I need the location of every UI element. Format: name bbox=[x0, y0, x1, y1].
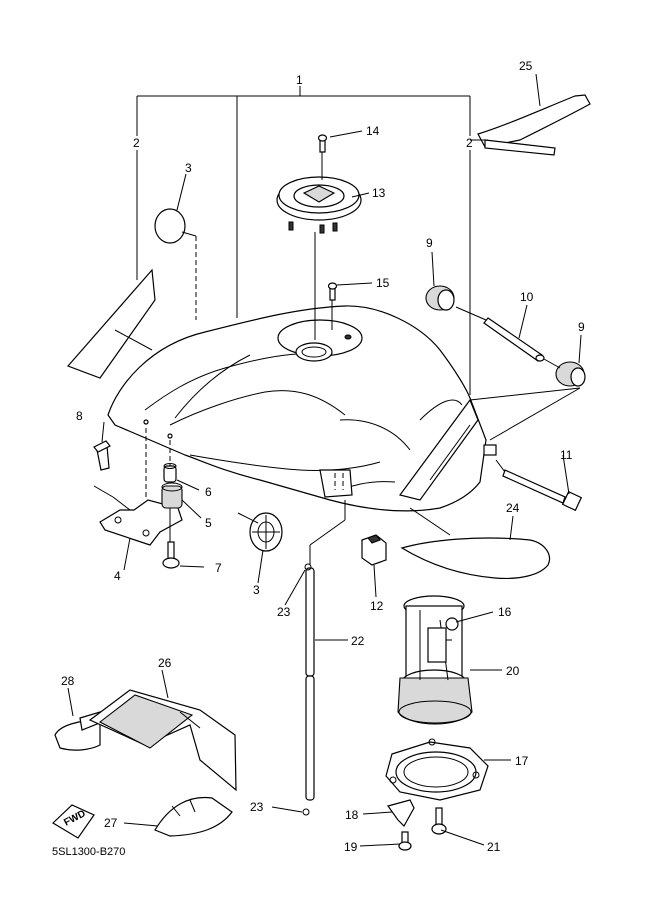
damper-6 bbox=[163, 463, 177, 483]
damper-9-upper bbox=[425, 285, 455, 311]
diagram-code: 5SL1300-B270 bbox=[52, 846, 125, 858]
callout-18: 18 bbox=[345, 808, 359, 822]
tank-pad-right bbox=[470, 94, 591, 156]
bolt-8 bbox=[93, 440, 111, 471]
callout-3-lower: 3 bbox=[253, 583, 260, 597]
bolt-7 bbox=[162, 541, 180, 569]
callout-27: 27 bbox=[104, 816, 118, 830]
callout-14: 14 bbox=[366, 124, 380, 138]
callout-22: 22 bbox=[351, 634, 365, 648]
callout-10: 10 bbox=[520, 290, 534, 304]
callout-26: 26 bbox=[158, 656, 172, 670]
fuel-pump-20 bbox=[397, 595, 473, 725]
bolt-19 bbox=[398, 831, 412, 851]
clip-23-upper bbox=[304, 563, 312, 571]
callout-labels: 1 2 2 3 3 4 5 6 7 8 9 9 10 11 12 13 14 1… bbox=[61, 59, 585, 854]
screw-15 bbox=[327, 282, 338, 330]
plate-17 bbox=[385, 738, 489, 801]
callout-leaders bbox=[67, 73, 582, 847]
cover-26 bbox=[88, 689, 237, 792]
fwd-arrow-icon: FWD bbox=[52, 804, 95, 839]
hose-22 bbox=[305, 500, 346, 801]
callout-3-upper: 3 bbox=[185, 161, 192, 175]
callout-9-lower: 9 bbox=[578, 320, 585, 334]
callout-23-upper: 23 bbox=[277, 605, 291, 619]
callout-5: 5 bbox=[205, 516, 212, 530]
screw-14 bbox=[317, 134, 328, 180]
damper-5 bbox=[161, 482, 183, 509]
callout-7: 7 bbox=[215, 561, 222, 575]
cover-28 bbox=[54, 711, 103, 751]
callout-15: 15 bbox=[376, 276, 390, 290]
bracket-4 bbox=[93, 485, 183, 546]
callout-17: 17 bbox=[515, 754, 529, 768]
bolt-11 bbox=[495, 459, 583, 512]
assembly-bracket-lines bbox=[136, 86, 471, 395]
clip-18 bbox=[387, 799, 415, 827]
sensor-12 bbox=[361, 534, 387, 566]
collar-10 bbox=[455, 306, 545, 362]
grommet-3-lower bbox=[237, 512, 283, 552]
clip-23-lower bbox=[302, 808, 310, 816]
callout-25: 25 bbox=[519, 59, 533, 73]
fuel-tank bbox=[107, 305, 497, 512]
callout-16: 16 bbox=[498, 605, 512, 619]
callout-23-lower: 23 bbox=[250, 800, 264, 814]
callout-20: 20 bbox=[506, 664, 520, 678]
bolt-21 bbox=[431, 807, 447, 835]
filter-16 bbox=[445, 617, 459, 631]
damper-9-lower bbox=[543, 358, 586, 387]
callout-28: 28 bbox=[61, 674, 75, 688]
callout-11: 11 bbox=[560, 448, 573, 462]
callout-2-right: 2 bbox=[466, 136, 473, 150]
callout-13: 13 bbox=[372, 186, 386, 200]
callout-8: 8 bbox=[76, 409, 83, 423]
cover-27 bbox=[154, 796, 233, 837]
tank-cap-cover bbox=[154, 208, 197, 320]
callout-1: 1 bbox=[296, 73, 303, 87]
callout-24: 24 bbox=[506, 501, 520, 515]
side-cover-24 bbox=[400, 507, 551, 580]
tank-pad-left bbox=[66, 268, 156, 379]
callout-9-upper: 9 bbox=[426, 236, 433, 250]
callout-2-left: 2 bbox=[133, 136, 140, 150]
callout-21: 21 bbox=[487, 840, 501, 854]
callout-19: 19 bbox=[344, 840, 358, 854]
filler-cap bbox=[276, 176, 362, 340]
callout-12: 12 bbox=[370, 599, 384, 613]
callout-6: 6 bbox=[205, 485, 212, 499]
callout-4: 4 bbox=[114, 569, 121, 583]
